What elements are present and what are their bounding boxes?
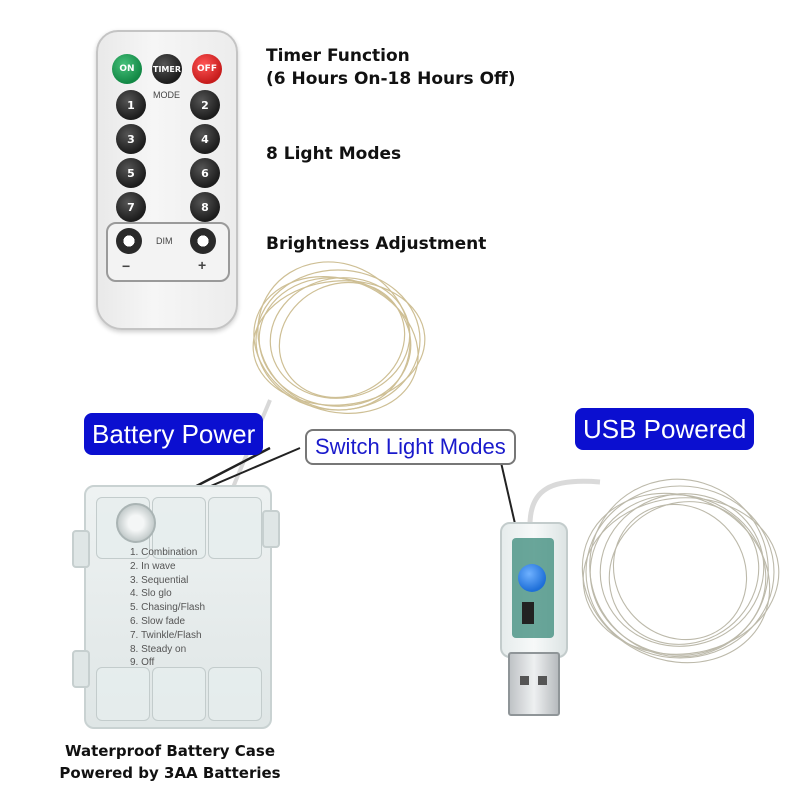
usb-plug-hole — [520, 676, 529, 685]
light-modes-caption: 8 Light Modes — [266, 144, 402, 164]
on-button: ON — [112, 54, 142, 84]
switch-modes-label: Switch Light Modes — [305, 429, 516, 465]
mode-item: 4. Slo glo — [130, 588, 172, 600]
case-clip-right — [262, 510, 280, 548]
usb-plug-hole — [538, 676, 547, 685]
usb-powered-badge: USB Powered — [575, 408, 755, 450]
mode-item: 8. Steady on — [130, 643, 187, 655]
battery-compartment — [152, 497, 206, 559]
off-button: OFF — [192, 54, 222, 84]
mode-item: 6. Slow fade — [130, 615, 186, 627]
usb-controller — [500, 522, 568, 658]
mode-button-3: 3 — [116, 124, 146, 154]
mode-button-7: 7 — [116, 192, 146, 222]
battery-compartment — [96, 667, 150, 721]
battery-mode-list: 1. Combination 2. In wave 3. Sequential … — [130, 546, 205, 670]
wire-coil-usb — [581, 478, 780, 664]
mode-item: 9. Off — [130, 657, 155, 669]
plus-label: + — [198, 257, 207, 273]
usb-mode-button — [518, 564, 546, 592]
battery-type-caption: Powered by 3AA Batteries — [59, 764, 281, 782]
dim-panel: DIM − + — [106, 222, 230, 282]
mode-button-8: 8 — [190, 192, 220, 222]
wire-coil-battery — [252, 261, 426, 414]
mode-item: 3. Sequential — [130, 574, 189, 586]
mode-button-4: 4 — [190, 124, 220, 154]
mode-button-2: 2 — [190, 90, 220, 120]
remote-control: ON TIMER OFF MODE 1 2 3 4 5 6 7 8 DIM − … — [96, 30, 238, 330]
timer-caption: Timer Function — [266, 46, 410, 66]
mode-button-5: 5 — [116, 158, 146, 188]
mode-item: 2. In wave — [130, 560, 176, 572]
dim-label: DIM — [156, 236, 173, 246]
brightness-down-icon — [116, 228, 142, 254]
case-clip-left-bottom — [72, 650, 90, 688]
mode-item: 5. Chasing/Flash — [130, 602, 206, 614]
mode-item: 7. Twinkle/Flash — [130, 629, 202, 641]
brightness-caption: Brightness Adjustment — [266, 234, 487, 254]
brightness-up-icon — [190, 228, 216, 254]
mode-button-1: 1 — [116, 90, 146, 120]
battery-compartment — [152, 667, 206, 721]
battery-compartment — [208, 497, 262, 559]
battery-case-caption: Waterproof Battery Case — [64, 742, 276, 760]
battery-case — [84, 485, 272, 729]
case-clip-left-top — [72, 530, 90, 568]
mode-switch-button — [116, 503, 156, 543]
mode-button-6: 6 — [190, 158, 220, 188]
mode-label: MODE — [153, 90, 180, 100]
usb-cable — [527, 478, 601, 526]
mode-item: 1. Combination — [130, 547, 198, 558]
minus-label: − — [122, 258, 131, 274]
timer-detail-caption: (6 Hours On-18 Hours Off) — [266, 69, 516, 89]
battery-power-badge: Battery Power — [84, 413, 264, 455]
usb-plug — [508, 652, 560, 716]
battery-compartment — [208, 667, 262, 721]
timer-button: TIMER — [152, 54, 182, 84]
usb-chip — [522, 602, 534, 624]
